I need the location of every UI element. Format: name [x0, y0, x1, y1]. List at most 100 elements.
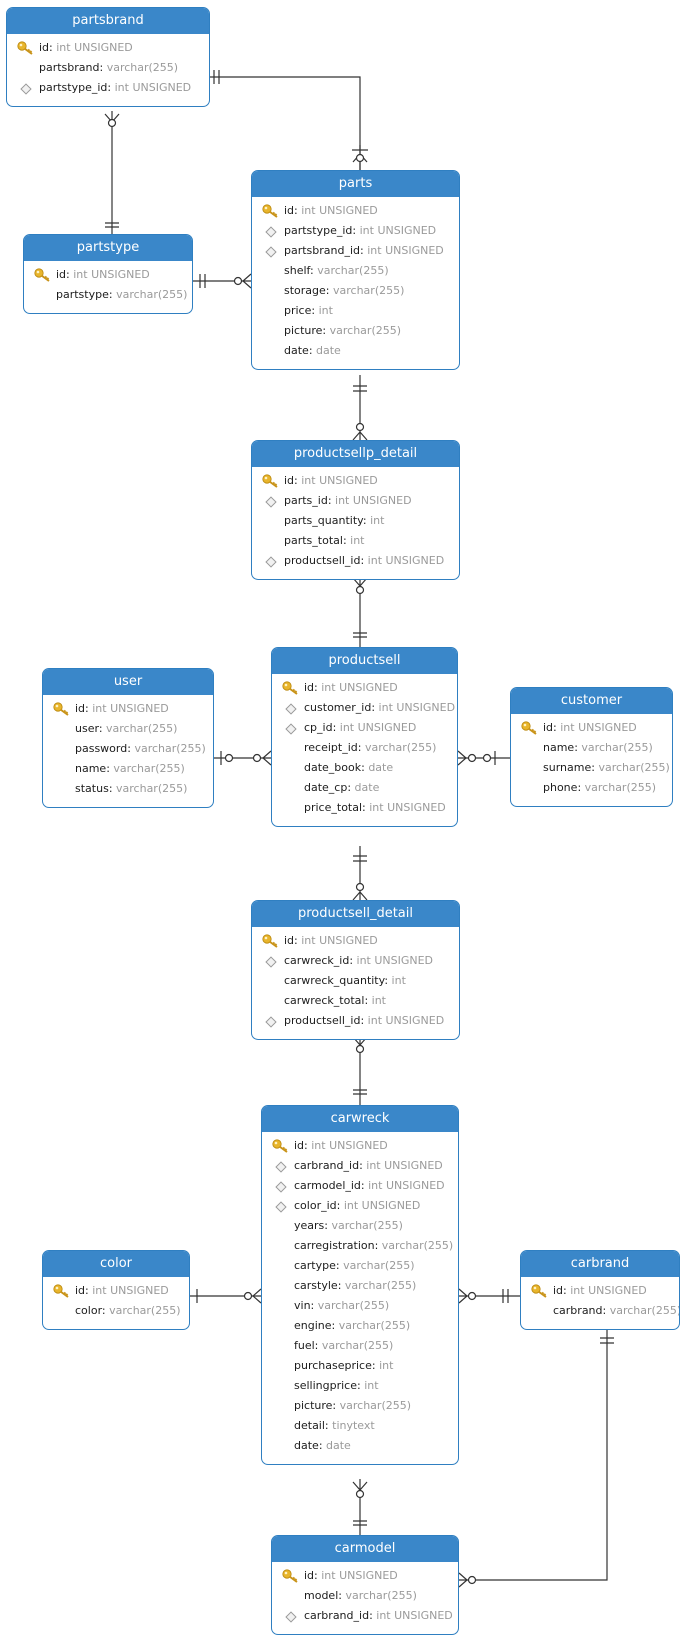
field-row[interactable]: id: int UNSIGNED: [43, 699, 213, 719]
field-row[interactable]: password: varchar(255): [43, 739, 213, 759]
field-row[interactable]: id: int UNSIGNED: [252, 201, 459, 221]
field-row[interactable]: carregistration: varchar(255): [262, 1236, 458, 1256]
field-separator: :: [369, 1609, 377, 1622]
field-row[interactable]: detail: tinytext: [262, 1416, 458, 1436]
field-row[interactable]: partstype: varchar(255): [24, 285, 192, 305]
field-row[interactable]: productsell_id: int UNSIGNED: [252, 551, 459, 571]
field-separator: :: [304, 1139, 312, 1152]
field-row[interactable]: id: int UNSIGNED: [262, 1136, 458, 1156]
field-row[interactable]: carbrand_id: int UNSIGNED: [272, 1606, 458, 1626]
field-row[interactable]: price: int: [252, 301, 459, 321]
field-row[interactable]: price_total: int UNSIGNED: [272, 798, 457, 818]
field-row[interactable]: receipt_id: varchar(255): [272, 738, 457, 758]
field-row[interactable]: carstyle: varchar(255): [262, 1276, 458, 1296]
field-row[interactable]: name: varchar(255): [43, 759, 213, 779]
field-row[interactable]: fuel: varchar(255): [262, 1336, 458, 1356]
field-row[interactable]: id: int UNSIGNED: [521, 1281, 679, 1301]
field-row[interactable]: sellingprice: int: [262, 1376, 458, 1396]
field-row[interactable]: carwreck_id: int UNSIGNED: [252, 951, 459, 971]
field-name: surname: [543, 761, 592, 774]
field-row[interactable]: customer_id: int UNSIGNED: [272, 698, 457, 718]
field-name: name: [75, 762, 107, 775]
field-row[interactable]: name: varchar(255): [511, 738, 672, 758]
field-row[interactable]: partstype_id: int UNSIGNED: [7, 78, 209, 98]
field-row[interactable]: vin: varchar(255): [262, 1296, 458, 1316]
field-row[interactable]: user: varchar(255): [43, 719, 213, 739]
field-type: int UNSIGNED: [367, 1014, 445, 1027]
field-row[interactable]: storage: varchar(255): [252, 281, 459, 301]
field-row[interactable]: id: int UNSIGNED: [272, 1566, 458, 1586]
field-separator: :: [337, 1279, 345, 1292]
field-row[interactable]: surname: varchar(255): [511, 758, 672, 778]
field-type: int: [350, 534, 365, 547]
field-row[interactable]: partsbrand: varchar(255): [7, 58, 209, 78]
field-row[interactable]: carmodel_id: int UNSIGNED: [262, 1176, 458, 1196]
field-row[interactable]: productsell_id: int UNSIGNED: [252, 1011, 459, 1031]
field-row[interactable]: purchaseprice: int: [262, 1356, 458, 1376]
field-row[interactable]: cartype: varchar(255): [262, 1256, 458, 1276]
field-row[interactable]: id: int UNSIGNED: [511, 718, 672, 738]
field-name: model: [304, 1589, 339, 1602]
field-row[interactable]: date: date: [252, 341, 459, 361]
field-row[interactable]: picture: varchar(255): [252, 321, 459, 341]
field-type: int UNSIGNED: [343, 1199, 421, 1212]
field-row[interactable]: engine: varchar(255): [262, 1316, 458, 1336]
field-row[interactable]: id: int UNSIGNED: [252, 471, 459, 491]
diamond-icon: [17, 78, 35, 98]
field-row[interactable]: partsbrand_id: int UNSIGNED: [252, 241, 459, 261]
field-separator: :: [308, 344, 317, 357]
field-row[interactable]: carbrand: varchar(255): [521, 1301, 679, 1321]
field-row[interactable]: date_cp: date: [272, 778, 457, 798]
field-type: int UNSIGNED: [311, 1139, 388, 1152]
field-row[interactable]: status: varchar(255): [43, 779, 213, 799]
field-row[interactable]: parts_total: int: [252, 531, 459, 551]
field-row[interactable]: date: date: [262, 1436, 458, 1456]
field-row[interactable]: carwreck_total: int: [252, 991, 459, 1011]
field-row[interactable]: date_book: date: [272, 758, 457, 778]
field-row[interactable]: id: int UNSIGNED: [7, 38, 209, 58]
field-row[interactable]: phone: varchar(255): [511, 778, 672, 798]
field-row[interactable]: shelf: varchar(255): [252, 261, 459, 281]
field-row[interactable]: id: int UNSIGNED: [43, 1281, 189, 1301]
table-title: productsell_detail: [252, 901, 459, 927]
field-name: partstype: [56, 288, 109, 301]
field-name: id: [304, 681, 315, 694]
field-row[interactable]: parts_id: int UNSIGNED: [252, 491, 459, 511]
field-row[interactable]: picture: varchar(255): [262, 1396, 458, 1416]
table-title: carwreck: [262, 1106, 458, 1132]
field-separator: :: [362, 801, 370, 814]
field-row[interactable]: parts_quantity: int: [252, 511, 459, 531]
field-name: productsell_id: [284, 554, 361, 567]
field-row[interactable]: color_id: int UNSIGNED: [262, 1196, 458, 1216]
field-row[interactable]: partstype_id: int UNSIGNED: [252, 221, 459, 241]
field-name: id: [56, 268, 67, 281]
field-row[interactable]: carbrand_id: int UNSIGNED: [262, 1156, 458, 1176]
table-title: productsell: [272, 648, 457, 674]
field-separator: :: [577, 781, 585, 794]
cardinality-many-mark-5: [262, 750, 272, 766]
field-row[interactable]: cp_id: int UNSIGNED: [272, 718, 457, 738]
field-row[interactable]: years: varchar(255): [262, 1216, 458, 1236]
diamond-icon: [282, 1606, 300, 1626]
field-row[interactable]: color: varchar(255): [43, 1301, 189, 1321]
field-separator: :: [85, 1284, 93, 1297]
field-row[interactable]: id: int UNSIGNED: [272, 678, 457, 698]
field-type: int UNSIGNED: [321, 681, 398, 694]
field-name: partstype_id: [39, 81, 108, 94]
field-row[interactable]: id: int UNSIGNED: [24, 265, 192, 285]
field-row[interactable]: model: varchar(255): [272, 1586, 458, 1606]
field-row[interactable]: id: int UNSIGNED: [252, 931, 459, 951]
field-row[interactable]: carwreck_quantity: int: [252, 971, 459, 991]
